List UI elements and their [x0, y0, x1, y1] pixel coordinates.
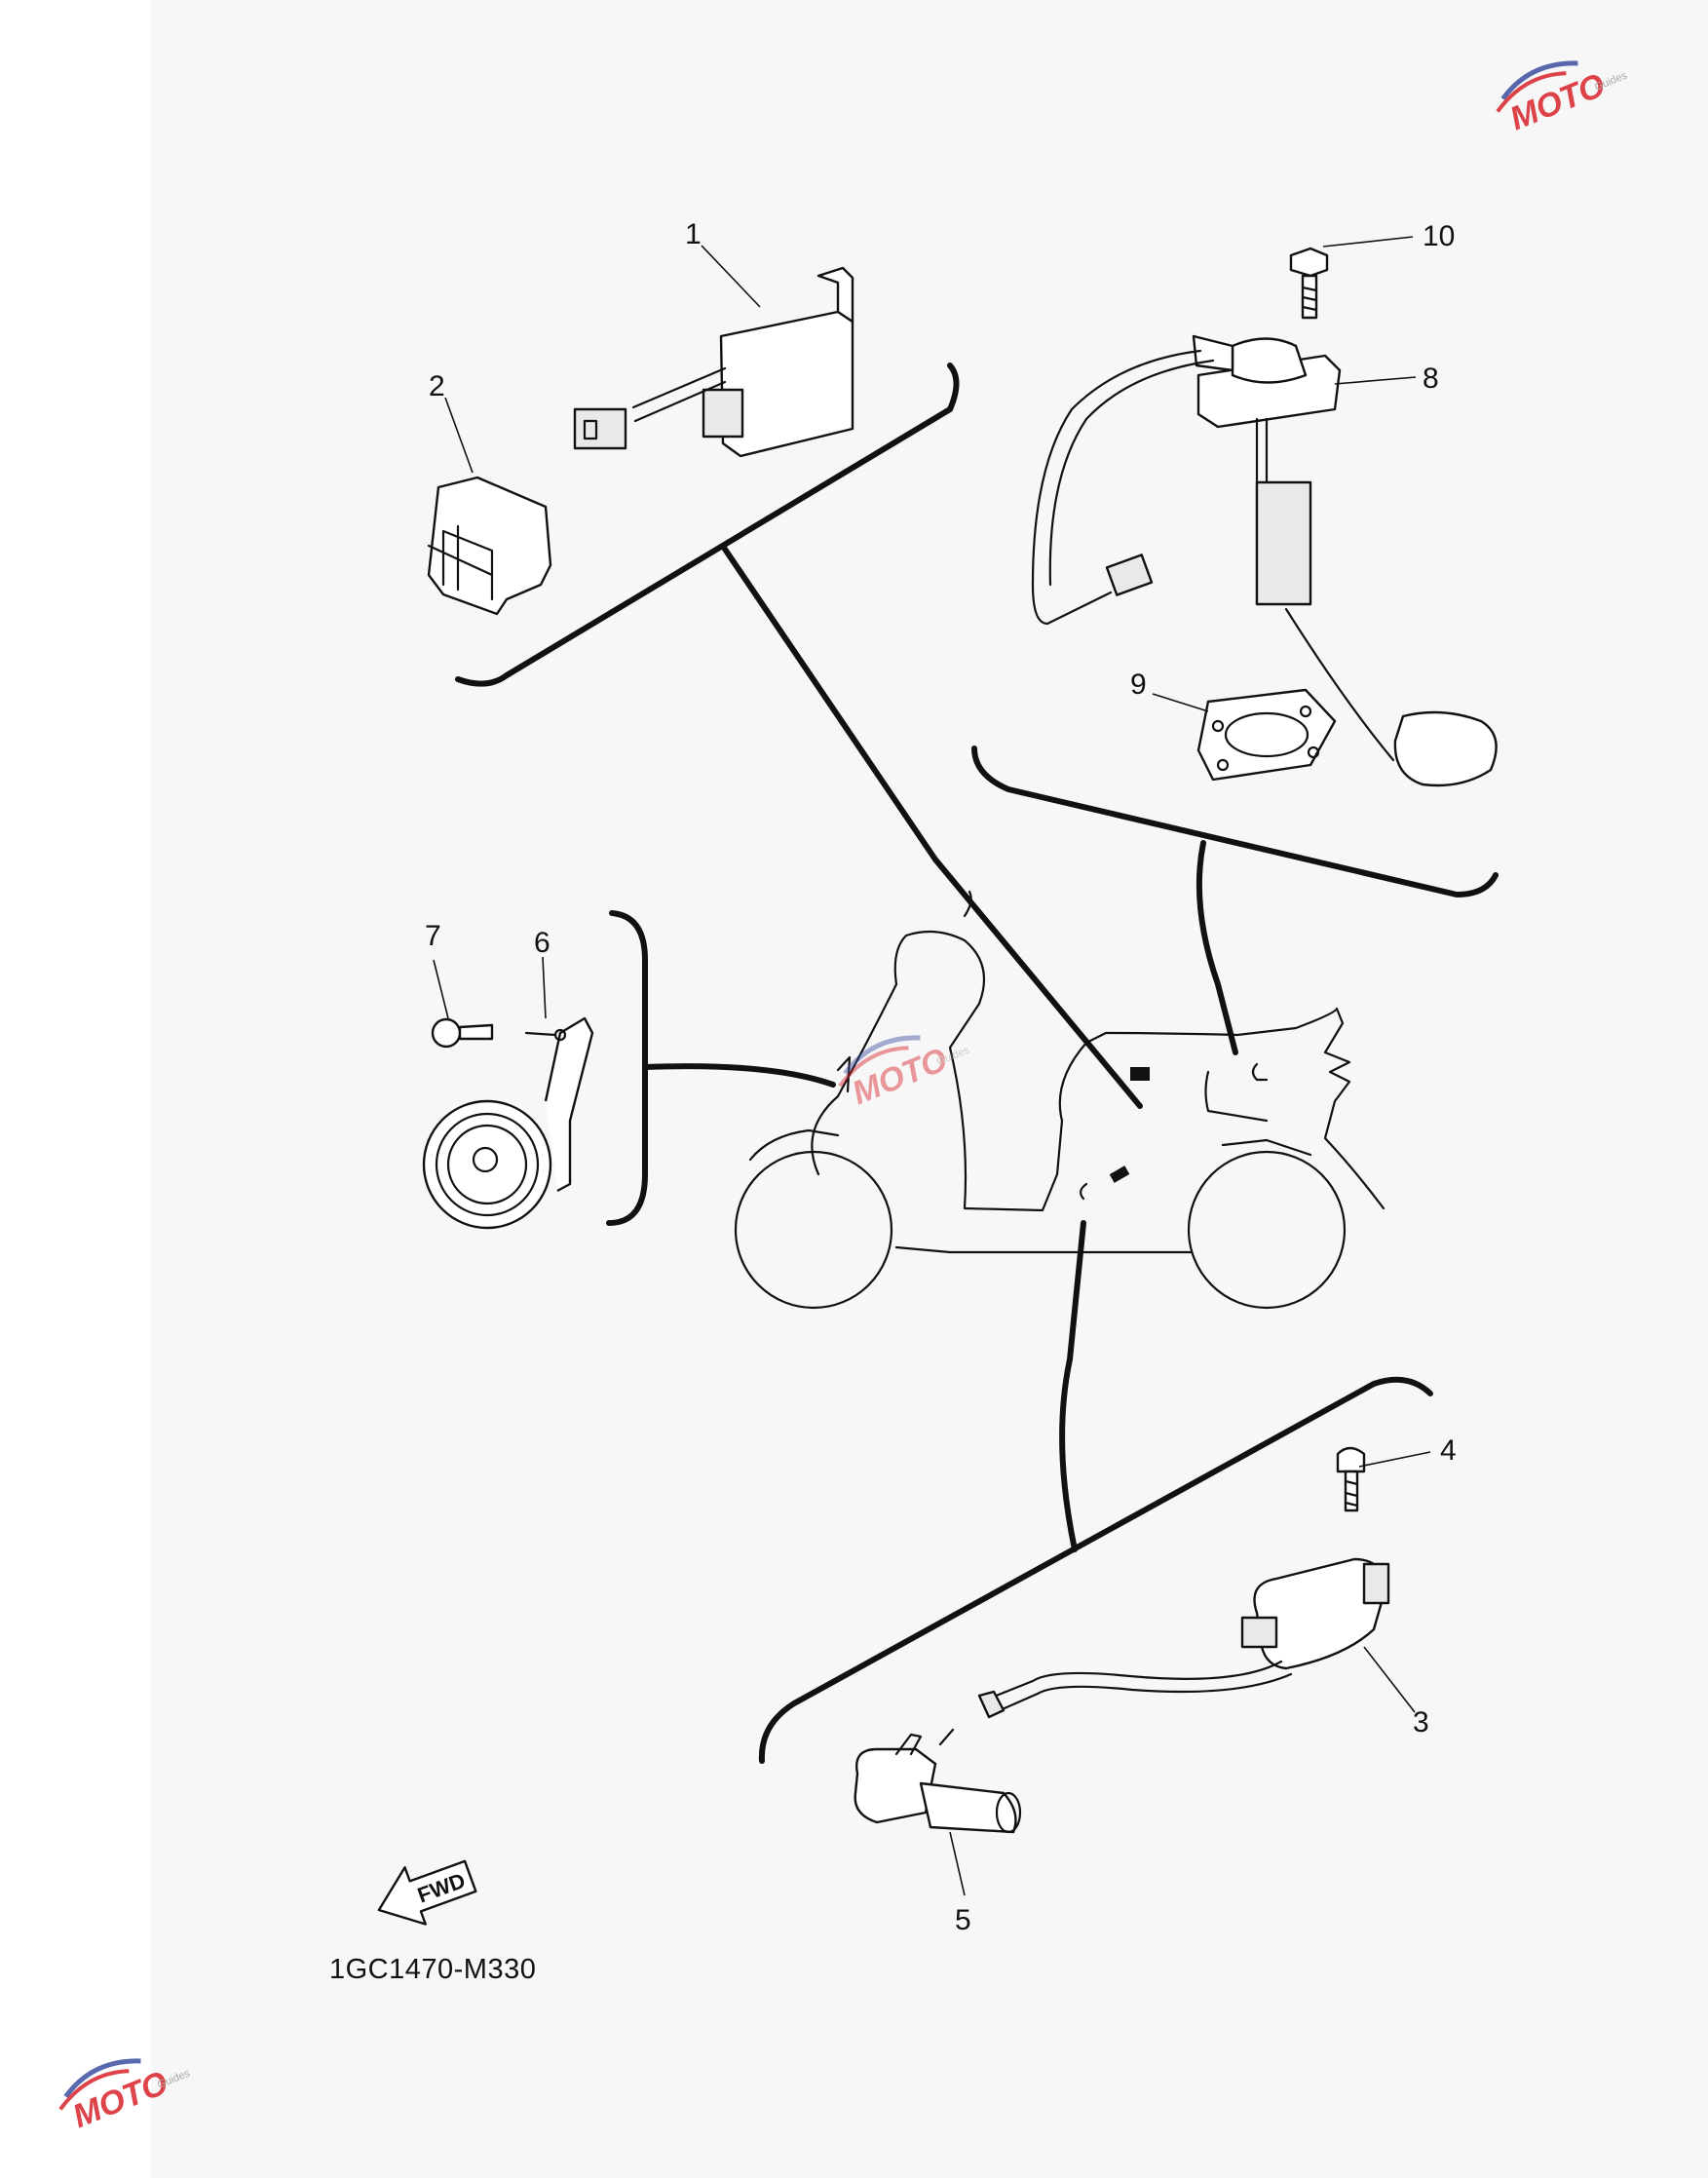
part-2-relay-cover — [427, 476, 552, 616]
coil-mount-tab — [1240, 1616, 1278, 1649]
callout-8: 8 — [1423, 363, 1439, 395]
callout-10: 10 — [1423, 220, 1455, 252]
watermark-logo-text: MOTO — [1504, 66, 1610, 137]
bracket-ignition-group — [758, 1220, 1433, 1764]
sender-connector — [1105, 554, 1154, 596]
part-6-horn — [422, 1016, 594, 1230]
part-1-cdi-unit — [573, 266, 854, 458]
front-wheel — [734, 1150, 893, 1310]
part-4-screw — [1336, 1446, 1366, 1512]
sender-location-marker — [1251, 1062, 1269, 1082]
leader-lines — [433, 236, 1431, 1896]
watermark-logo-text: MOTO — [67, 2064, 172, 2135]
sender-float-arm — [1255, 480, 1312, 606]
watermark-logo-top: MOTO Guides — [1496, 60, 1629, 137]
callout-5: 5 — [955, 1904, 971, 1936]
bracket-fuel-sender-group — [971, 745, 1499, 1055]
diagram-reference-code: 1GC1470-M330 — [329, 1954, 536, 1985]
part-3-ignition-coil — [977, 1557, 1390, 1719]
bracket-cdi-group — [455, 363, 1143, 1109]
callout-2: 2 — [429, 370, 445, 402]
horn-location-marker — [836, 1055, 852, 1093]
callout-1: 1 — [685, 218, 702, 250]
part-9-gasket — [1196, 688, 1337, 782]
part-7-bolt — [431, 1017, 557, 1049]
callout-numbers: 1 2 3 4 5 6 7 8 9 10 — [425, 218, 1457, 1936]
callout-3: 3 — [1413, 1706, 1429, 1739]
part-10-screw — [1289, 247, 1329, 320]
callout-6: 6 — [534, 927, 550, 959]
coil-terminal — [1362, 1562, 1390, 1605]
cdi-wire-plug — [573, 407, 627, 450]
coil-location-marker — [1109, 1165, 1130, 1183]
cdi-location-marker — [1130, 1067, 1150, 1081]
callout-4: 4 — [1440, 1434, 1457, 1467]
callout-7: 7 — [425, 920, 441, 952]
watermark-logo-bottom: MOTO Guides — [58, 2058, 192, 2135]
part-5-plug-cap — [854, 1728, 1022, 1834]
fwd-arrow: FWD — [377, 1859, 477, 1926]
callout-9: 9 — [1130, 669, 1147, 701]
part-8-fuel-sender — [1031, 334, 1498, 787]
rear-wheel — [1187, 1150, 1347, 1310]
cdi-connector-port — [702, 388, 744, 439]
bracket-horn-group — [606, 910, 836, 1226]
scooter-silhouette — [734, 890, 1385, 1310]
fuel-float — [1393, 710, 1498, 787]
